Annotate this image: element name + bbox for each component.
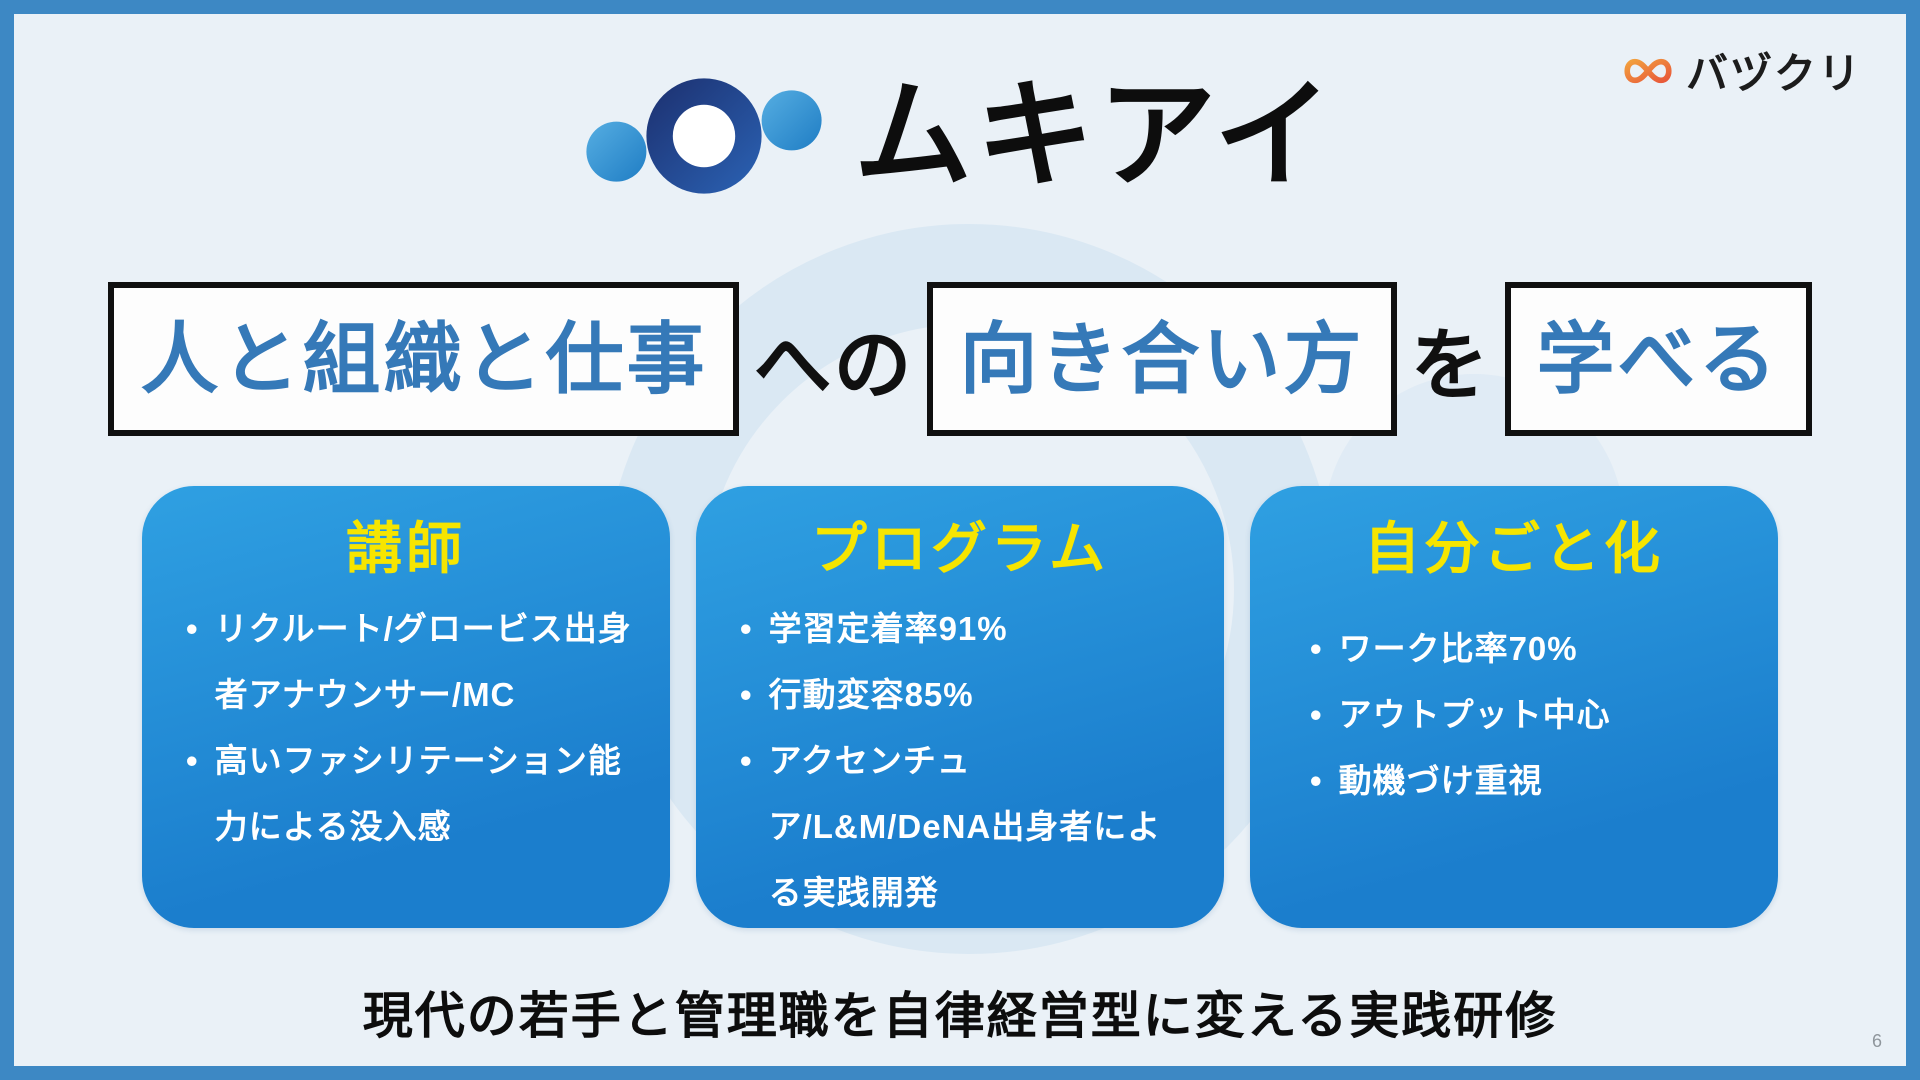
page-number: 6 bbox=[1871, 1031, 1882, 1051]
bullet-dot: • bbox=[740, 609, 753, 647]
bullet-text: アウトプット中心 bbox=[1338, 695, 1611, 733]
bullet-dot: • bbox=[1310, 695, 1323, 733]
card-bullet: • 行動変容85% bbox=[740, 662, 1188, 728]
card-bullet: • 動機づけ重視 bbox=[1310, 748, 1742, 814]
brand-name: バヅクリ bbox=[1685, 50, 1862, 97]
card-ownership: 自分ごと化 • ワーク比率70% • アウトプット中心 • 動機づけ重視 bbox=[1250, 486, 1778, 928]
card-program: プログラム • 学習定着率91% • 行動変容85% • アクセンチュア/L&M… bbox=[696, 486, 1224, 928]
card-bullet-list: • ワーク比率70% • アウトプット中心 • 動機づけ重視 bbox=[1286, 616, 1742, 814]
brand-logo: バヅクリ bbox=[1620, 40, 1862, 101]
product-header: ムキアイ bbox=[14, 70, 1906, 202]
bullet-text: 学習定着率91% bbox=[768, 609, 1008, 647]
footer-tagline: 現代の若手と管理職を自律経営型に変える実践研修 bbox=[362, 988, 1558, 1044]
card-bullet: • アクセンチュア/L&M/DeNA出身者による実践開発 bbox=[740, 728, 1188, 926]
card-bullet: • 高いファシリテーション能力による没入感 bbox=[186, 728, 634, 860]
feature-cards: 講師 • リクルート/グロービス出身者アナウンサー/MC • 高いファシリテーシ… bbox=[14, 486, 1906, 928]
bullet-text: アクセンチュア/L&M/DeNA出身者による実践開発 bbox=[768, 741, 1162, 911]
bullet-text: リクルート/グロービス出身者アナウンサー/MC bbox=[214, 609, 632, 713]
bullet-dot: • bbox=[1310, 629, 1323, 667]
card-bullet: • アウトプット中心 bbox=[1310, 682, 1742, 748]
card-title: プログラム bbox=[810, 517, 1110, 580]
card-bullet: • ワーク比率70% bbox=[1310, 616, 1742, 682]
headline-box-3: 学べる bbox=[1504, 282, 1812, 436]
card-bullet: • 学習定着率91% bbox=[740, 596, 1188, 662]
product-name: ムキアイ bbox=[853, 70, 1337, 202]
bullet-dot: • bbox=[1310, 761, 1323, 799]
card-bullet: • リクルート/グロービス出身者アナウンサー/MC bbox=[186, 596, 634, 728]
card-bullet-list: • 学習定着率91% • 行動変容85% • アクセンチュア/L&M/DeNA出… bbox=[732, 596, 1188, 926]
card-title: 講師 bbox=[346, 517, 466, 580]
headline: 人と組織と仕事 への 向き合い方 を 学べる bbox=[14, 282, 1906, 436]
bullet-text: ワーク比率70% bbox=[1338, 629, 1578, 667]
bullet-text: 動機づけ重視 bbox=[1338, 761, 1543, 799]
headline-box-1: 人と組織と仕事 bbox=[108, 282, 740, 436]
bullet-dot: • bbox=[740, 741, 753, 779]
card-bullet-list: • リクルート/グロービス出身者アナウンサー/MC • 高いファシリテーション能… bbox=[178, 596, 634, 860]
card-instructor: 講師 • リクルート/グロービス出身者アナウンサー/MC • 高いファシリテーシ… bbox=[142, 486, 670, 928]
overlapping-circles-icon bbox=[586, 78, 822, 194]
bullet-dot: • bbox=[186, 741, 199, 779]
headline-joiner-1: への bbox=[753, 321, 914, 409]
bullet-dot: • bbox=[740, 675, 753, 713]
bullet-text: 高いファシリテーション能力による没入感 bbox=[214, 741, 622, 845]
knot-icon bbox=[1624, 58, 1672, 83]
bullet-text: 行動変容85% bbox=[768, 675, 974, 713]
card-title: 自分ごと化 bbox=[1364, 517, 1664, 580]
headline-box-2: 向き合い方 bbox=[927, 282, 1397, 436]
bullet-dot: • bbox=[186, 609, 199, 647]
headline-joiner-2: を bbox=[1410, 321, 1491, 409]
